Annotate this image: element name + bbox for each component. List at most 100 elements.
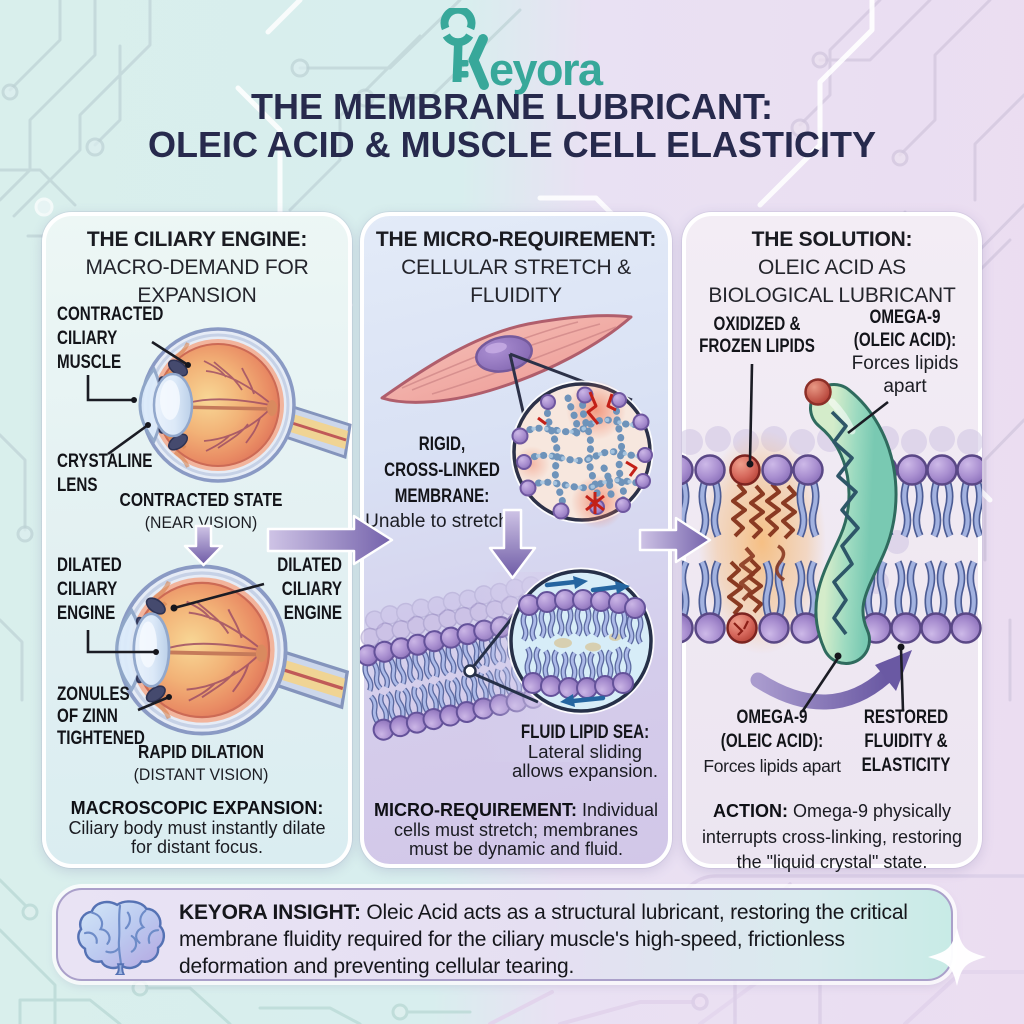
label-oxidized-frozen-lipids: OXIDIZED & FROZEN LIPIDS xyxy=(697,314,817,358)
text-panels-right-label-restored-1: RESTORED xyxy=(863,707,949,728)
text-panels-middle-label-fluid-bold: FLUID LIPID SEA: xyxy=(520,722,650,743)
muscle-cell xyxy=(380,314,633,404)
label-dilated-ciliary-engine-left: DILATED CILIARY ENGINE xyxy=(57,554,122,626)
text-panels-left-state2-bold: RAPID DILATION xyxy=(138,742,264,762)
brain-icon xyxy=(77,900,165,975)
insight-text: KEYORA INSIGHT: Oleic Acid acts as a str… xyxy=(179,899,969,980)
label-dilated-ciliary-engine-right: DILATED CILIARY ENGINE xyxy=(270,554,342,626)
caption-action: ACTION: Omega-9 physically interrupts cr… xyxy=(687,799,977,876)
text-panels-left-label-dilated-right-1: DILATED xyxy=(277,555,342,576)
eye-diagrams-illustration xyxy=(86,327,352,868)
key-stem xyxy=(452,44,463,82)
text-panels-left-caption-line2: Ciliary body must instantly dilate xyxy=(68,817,326,838)
oleic-acid-membrane-illustration xyxy=(682,363,982,713)
curved-restore-arrow xyxy=(750,650,912,710)
text-panels-middle-label-rigid-2: CROSS-LINKED xyxy=(384,460,500,481)
text-panels-middle-label-rigid-3: MEMBRANE: xyxy=(394,486,490,507)
logo-wordmark: eyora xyxy=(489,44,604,95)
eye-contracted xyxy=(138,327,352,483)
label-fluid-lipid-sea-sub: Lateral sliding allows expansion. xyxy=(505,742,665,780)
panel-middle-title: THE MICRO-REQUIREMENT: CELLULAR STRETCH … xyxy=(366,226,666,310)
key-ring-top xyxy=(440,8,476,31)
text-panels-right-label-restored-3: ELASTICITY xyxy=(861,755,951,776)
eye-dilated xyxy=(115,566,347,733)
text-panels-right-title-bold: THE SOLUTION: xyxy=(751,228,913,251)
text-panels-left-label-muscle-3: MUSCLE xyxy=(57,352,122,373)
leader-lines-right-panel xyxy=(748,363,905,713)
text-panels-left-title-line3: EXPANSION xyxy=(137,284,257,307)
label-crystaline-lens: CRYSTALINE LENS xyxy=(57,450,152,498)
insight-bold-label: KEYORA INSIGHT: xyxy=(179,901,361,924)
text-insight-line3: deformation and preventing cellular tear… xyxy=(179,955,575,978)
page-title-line2: OLEIC ACID & MUSCLE CELL ELASTICITY xyxy=(147,124,876,165)
text-panels-right-caption-line3: the "liquid crystal" state. xyxy=(736,852,928,872)
text-panels-left-label-zonules-1: ZONULES xyxy=(57,684,130,705)
sparkle-icon xyxy=(928,928,986,986)
state-contracted: CONTRACTED STATE (NEAR VISION) xyxy=(91,489,311,534)
text-panels-left-state2-sub: (DISTANT VISION) xyxy=(133,765,269,784)
text-panels-right-label-restored-2: FLUIDITY & xyxy=(864,731,948,752)
label-contracted-ciliary-muscle: CONTRACTED CILIARY MUSCLE xyxy=(57,303,163,375)
text-panels-right-caption-line1-rest: Omega-9 physically xyxy=(787,801,952,821)
text-panels-left-caption-bold: MACROSCOPIC EXPANSION: xyxy=(70,798,324,818)
text-panels-left-state1-bold: CONTRACTED STATE xyxy=(119,490,283,510)
label-omega9-bottom: OMEGA-9 (OLEIC ACID): xyxy=(708,706,836,754)
text-panels-right-label-oxidized-1: OXIDIZED & xyxy=(713,314,801,335)
text-panels-left-label-lens-2: LENS xyxy=(57,475,98,496)
text-panels-middle-caption-line2: cells must stretch; membranes xyxy=(393,819,639,840)
rigid-membrane-magnifier xyxy=(510,380,654,529)
text-panels-left-label-dilated-right-3: ENGINE xyxy=(283,603,342,624)
text-panels-right-title-line3: BIOLOGICAL LUBRICANT xyxy=(708,284,956,307)
keyora-logo: eyora xyxy=(440,8,606,95)
label-zonules-of-zinn: ZONULES OF ZINN TIGHTENED xyxy=(57,684,145,750)
text-panels-right-label-oxidized-2: FROZEN LIPIDS xyxy=(699,336,815,357)
state-rapid-dilation: RAPID DILATION (DISTANT VISION) xyxy=(91,741,311,786)
text-panels-right-label-omega-bot-3: Forces lipids apart xyxy=(703,756,841,776)
k-arms xyxy=(468,34,489,90)
label-omega9-top: OMEGA-9 (OLEIC ACID): xyxy=(849,306,961,352)
label-rigid-membrane-sub: Unable to stretch xyxy=(357,510,517,533)
text-panels-middle-label-fluid-3: allows expansion. xyxy=(511,760,659,781)
label-omega9-bottom-sub: Forces lipids apart xyxy=(692,755,852,778)
text-panels-left-label-lens-1: CRYSTALINE xyxy=(57,451,153,472)
text-panels-left-title-line2: MACRO-DEMAND FOR xyxy=(85,256,309,279)
text-panels-middle-caption-line3: must be dynamic and fluid. xyxy=(408,839,624,859)
leader-lines-left-panel xyxy=(86,340,265,712)
text-panels-middle-caption-line1-rest: Individual xyxy=(576,800,659,820)
panel-left-title: THE CILIARY ENGINE: MACRO-DEMAND FOR EXP… xyxy=(62,226,332,310)
omega9-molecule xyxy=(804,378,898,665)
insight-bar: KEYORA INSIGHT: Oleic Acid acts as a str… xyxy=(56,888,953,981)
text-panels-right-caption-bold: ACTION: xyxy=(712,801,788,821)
text-insight-line1-rest: Oleic Acid acts as a structural lubrican… xyxy=(360,901,908,924)
text-panels-left-label-muscle-1: CONTRACTED xyxy=(57,304,164,325)
text-panels-right-label-omega-bot-1: OMEGA-9 xyxy=(736,707,808,728)
label-restored-fluidity: RESTORED FLUIDITY & ELASTICITY xyxy=(858,706,954,778)
text-panels-middle-title-bold: THE MICRO-REQUIREMENT: xyxy=(375,228,657,251)
text-panels-right-label-omega-top-2: (OLEIC ACID): xyxy=(853,330,957,351)
text-panels-middle-title-line2: CELLULAR STRETCH & xyxy=(401,256,631,279)
text-panels-right-label-omega-top-1: OMEGA-9 xyxy=(869,307,941,328)
fluid-membrane-magnifier xyxy=(507,567,655,715)
text-panels-left-label-dilated-left-2: CILIARY xyxy=(57,579,118,600)
key-ring-bottom xyxy=(442,33,474,47)
omega9-zigzag xyxy=(830,410,860,636)
page-title: THE MEMBRANE LUBRICANT: OLEIC ACID & MUS… xyxy=(0,88,1024,164)
text-panels-right-caption-line2: interrupts cross-linking, restoring xyxy=(701,826,963,847)
caption-micro-requirement: MICRO-REQUIREMENT: Individual cells must… xyxy=(366,800,666,860)
omega9-carboxyl-head xyxy=(804,378,832,406)
text-panels-left-label-dilated-left-1: DILATED xyxy=(57,555,122,576)
panel-left-title-bold: THE CILIARY ENGINE: xyxy=(86,228,308,251)
text-panels-left-label-zonules-3: TIGHTENED xyxy=(57,728,145,749)
text-panels-left-label-dilated-right-2: CILIARY xyxy=(281,579,342,600)
text-panels-left-label-muscle-2: CILIARY xyxy=(57,328,118,349)
text-insight-line2: membrane fluidity required for the cilia… xyxy=(179,928,845,951)
text-panels-left-label-zonules-2: OF ZINN xyxy=(57,706,118,727)
page-title-line1: THE MEMBRANE LUBRICANT: xyxy=(251,86,773,127)
label-rigid-membrane: RIGID, CROSS-LINKED MEMBRANE: xyxy=(382,432,502,510)
text-panels-right-title-line2: OLEIC ACID AS xyxy=(758,256,906,279)
text-panels-middle-caption-bold: MICRO-REQUIREMENT: xyxy=(373,800,577,820)
text-panels-left-label-dilated-left-3: ENGINE xyxy=(57,603,116,624)
label-omega9-top-sub: Forces lipids apart xyxy=(835,352,975,398)
text-panels-left-caption-line3: for distant focus. xyxy=(130,837,264,857)
